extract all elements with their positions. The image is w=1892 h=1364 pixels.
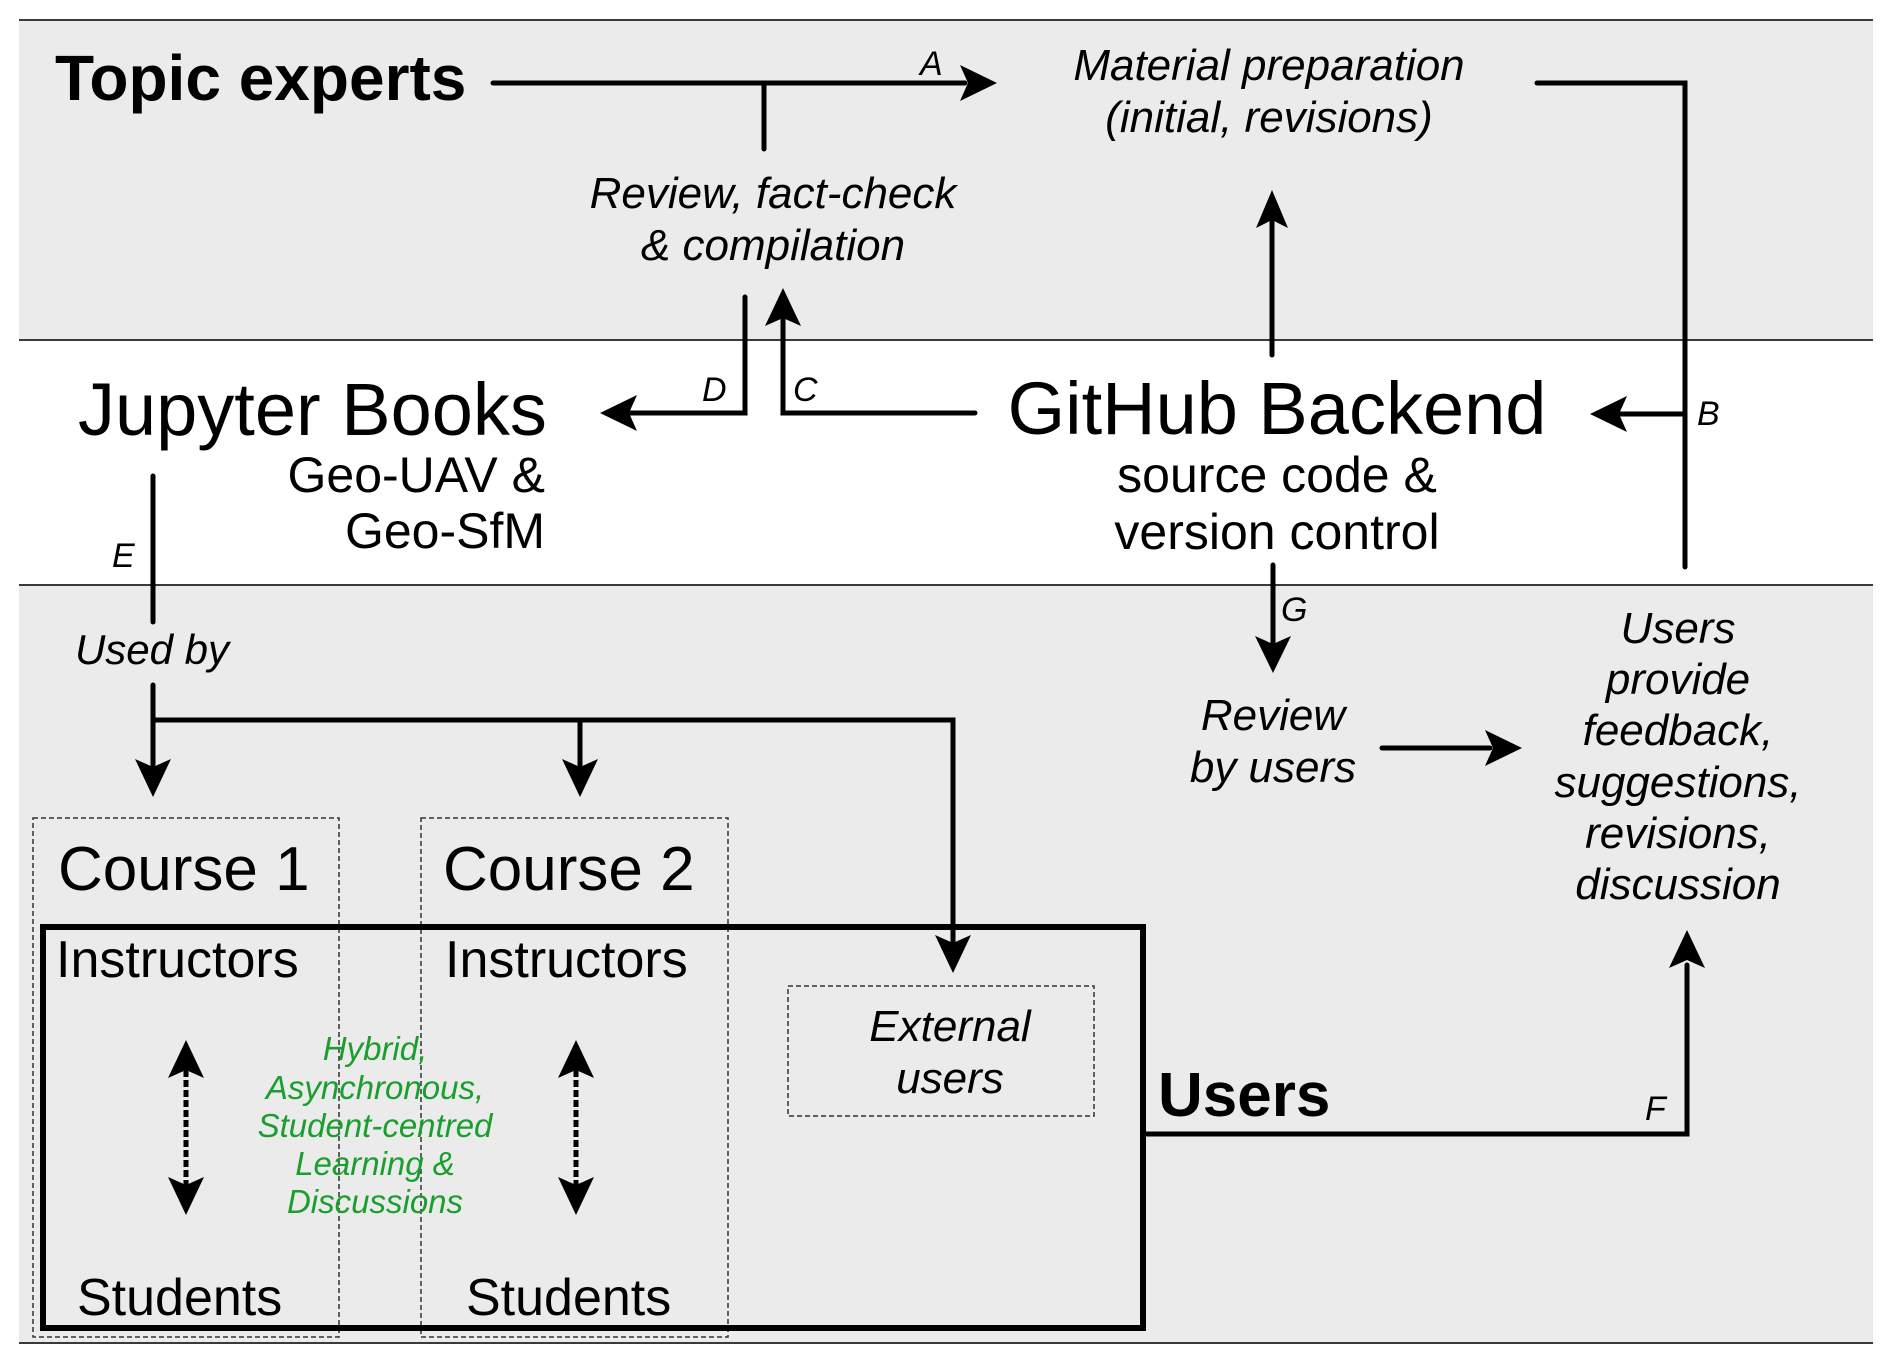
arrow-c-line	[780, 315, 978, 416]
user-feedback-line5: revisions,	[1585, 809, 1771, 858]
edge-label-c: C	[793, 371, 818, 409]
arrow-b-line	[1534, 80, 1688, 570]
edge-label-g: G	[1281, 591, 1307, 629]
course1-box	[32, 817, 340, 1338]
material-preparation-line2: (initial, revisions)	[1105, 93, 1433, 142]
topic-experts-label: Topic experts	[55, 42, 466, 114]
review-factcheck-line2: & compilation	[641, 221, 905, 270]
review-by-users-node: Review by users	[1190, 691, 1356, 792]
users-box	[40, 924, 1146, 1331]
course1-students: Students	[77, 1269, 282, 1327]
review-by-users-line1: Review	[1201, 691, 1348, 740]
course1-instructors: Instructors	[56, 931, 299, 989]
arrow-g-head	[1255, 636, 1291, 673]
branch-line	[150, 717, 956, 948]
review-factcheck-node: Review, fact-check & compilation	[590, 169, 959, 270]
edge-label-d: D	[702, 371, 727, 409]
arrow-f-line	[1143, 962, 1690, 1137]
user-feedback-node: Users provide feedback, suggestions, rev…	[1554, 604, 1801, 909]
band-topic-experts	[19, 20, 1873, 340]
used-by-label: Used by	[75, 626, 232, 673]
arrow-course1-head	[135, 759, 171, 797]
learning-note: Hybrid, Asynchronous, Student-centred Le…	[258, 1030, 494, 1220]
github-backend-subtitle-line1: source code &	[1117, 447, 1437, 503]
external-users-line2: users	[896, 1054, 1004, 1103]
edge-label-a: A	[918, 45, 943, 83]
material-preparation-node: Material preparation (initial, revisions…	[1073, 41, 1464, 142]
learning-note-line2: Asynchronous,	[264, 1069, 484, 1106]
learning-note-line1: Hybrid,	[323, 1030, 428, 1067]
learning-note-line3: Student-centred	[258, 1107, 494, 1144]
arrow-c-head	[765, 288, 801, 326]
github-backend-subtitle-line2: version control	[1114, 504, 1439, 560]
edge-label-f: F	[1645, 1090, 1668, 1128]
user-feedback-line6: discussion	[1575, 860, 1780, 909]
arrow-d-head	[600, 395, 637, 431]
course2-title: Course 2	[443, 835, 695, 904]
band-backend	[19, 340, 1873, 585]
course1-arrow-down	[168, 1177, 204, 1215]
course2-arrow-up	[558, 1040, 594, 1078]
arrow-a-head	[960, 65, 997, 101]
user-feedback-line2: provide	[1604, 655, 1750, 704]
jupyter-books-title: Jupyter Books	[78, 368, 547, 451]
course2-box	[420, 817, 729, 1338]
arrow-f-head	[1669, 930, 1705, 968]
arrow-external-head	[935, 935, 971, 973]
jupyter-books-subtitle-line2: Geo-SfM	[345, 503, 545, 559]
external-users-line1: External	[869, 1002, 1032, 1051]
arrow-course2-head	[562, 759, 598, 797]
edge-label-e: E	[112, 537, 135, 575]
review-by-users-line2: by users	[1190, 743, 1356, 792]
course2-instructors: Instructors	[445, 931, 688, 989]
user-feedback-line3: feedback,	[1583, 706, 1774, 755]
learning-note-line5: Discussions	[287, 1183, 463, 1220]
users-label: Users	[1158, 1061, 1330, 1130]
user-feedback-line4: suggestions,	[1554, 758, 1801, 807]
arrow-b-head	[1590, 396, 1627, 432]
band-users	[19, 585, 1873, 1343]
edge-label-b: B	[1697, 395, 1720, 433]
user-feedback-line1: Users	[1621, 604, 1736, 653]
material-preparation-line1: Material preparation	[1073, 41, 1464, 90]
arrow-d-line	[627, 294, 748, 416]
jupyter-books-subtitle-line1: Geo-UAV &	[288, 447, 546, 503]
course1-arrow-up	[168, 1040, 204, 1078]
learning-note-line4: Learning &	[295, 1145, 455, 1182]
review-factcheck-line1: Review, fact-check	[590, 169, 959, 218]
arrow-github-to-material-head	[1256, 190, 1288, 228]
external-users-box	[787, 985, 1095, 1117]
course2-arrow-down	[558, 1177, 594, 1215]
github-backend-title: GitHub Backend	[1008, 367, 1547, 450]
course1-title: Course 1	[58, 835, 310, 904]
arrow-review-to-feedback-head	[1485, 730, 1522, 766]
course2-students: Students	[466, 1269, 671, 1327]
